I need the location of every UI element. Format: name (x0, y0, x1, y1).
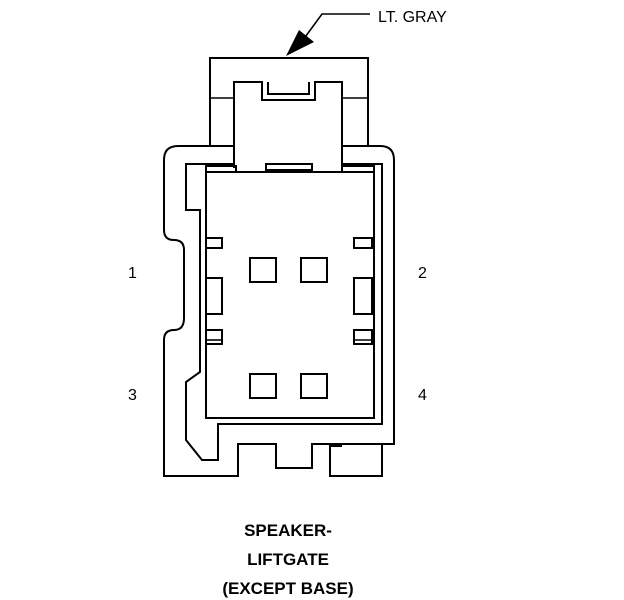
callout-leader-line (299, 13, 370, 45)
callout-color-label: LT. GRAY (378, 9, 447, 26)
latch-notch (267, 82, 310, 95)
terminal-cavity-2 (300, 257, 328, 283)
ledge-center (265, 163, 313, 171)
caption-line-3: (EXCEPT BASE) (222, 579, 353, 598)
connector-housing (163, 57, 395, 477)
pin-label-4: 4 (418, 387, 427, 404)
terminal-cavity-1 (249, 257, 277, 283)
terminal-cavity-4 (300, 373, 328, 399)
lock-tab-right-lower (353, 329, 373, 345)
ledge-right (341, 165, 375, 172)
housing-inner-shell (185, 163, 383, 461)
housing-outer-shell (163, 145, 395, 477)
pin-label-3: 3 (128, 387, 137, 404)
connector-caption: SPEAKER- LIFTGATE (EXCEPT BASE) (222, 521, 353, 598)
pin-label-1: 1 (128, 265, 137, 282)
terminal-cavity-3 (249, 373, 277, 399)
lock-tab-left-lower (205, 329, 223, 345)
latch-inner (233, 81, 343, 168)
lock-tab-right-upper (353, 237, 373, 249)
pin-label-2: 2 (418, 265, 427, 282)
lock-tab-left-upper (205, 237, 223, 249)
callout-arrowhead (286, 30, 314, 56)
color-callout: LT. GRAY (286, 9, 447, 56)
caption-line-1: SPEAKER- (244, 521, 332, 540)
cavity-block (205, 171, 375, 419)
caption-line-2: LIFTGATE (247, 550, 329, 569)
latch-outer (209, 57, 369, 146)
lock-tab-right-mid (353, 277, 373, 315)
ledge-left (205, 165, 237, 172)
lock-tab-left-mid (205, 277, 223, 315)
